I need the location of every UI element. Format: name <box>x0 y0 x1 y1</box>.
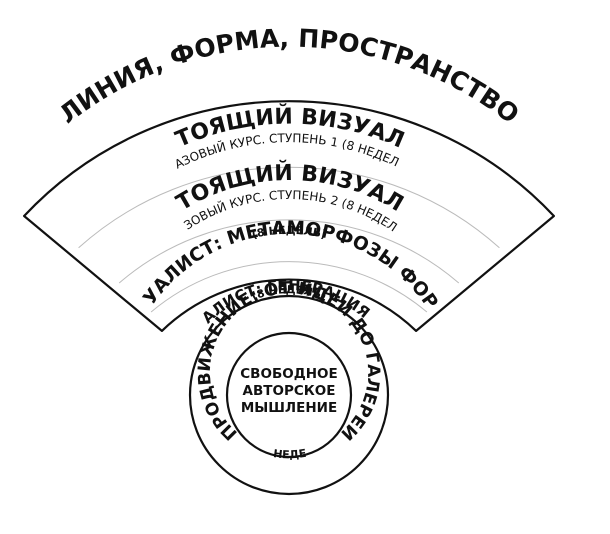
center-circles <box>188 294 390 496</box>
level3-duration: (8 НЕДЕЛЬ) <box>250 224 327 241</box>
divider-arc-1 <box>78 166 500 249</box>
level4-duration-text: (8 НЕДЕЛЬ) <box>250 283 328 303</box>
divider-arc-3 <box>150 261 428 313</box>
center-line-2: АВТОРСКОЕ <box>243 383 336 399</box>
level1-title: НАСТОЯЩИЙ ВИЗУАЛИСТ <box>0 0 408 154</box>
center-line-1: СВОБОДНОЕ <box>240 366 337 382</box>
divider-arc-2 <box>118 219 460 284</box>
level4-duration: (8 НЕДЕЛЬ) <box>250 283 328 303</box>
fan-outline <box>23 100 555 332</box>
inner-circle <box>225 331 353 459</box>
fan-shape <box>23 100 555 332</box>
center-label: СВОБОДНОЕ АВТОРСКОЕ МЫШЛЕНИЕ <box>240 366 337 416</box>
center-line-3: МЫШЛЕНИЕ <box>241 400 337 416</box>
level1-title-text: НАСТОЯЩИЙ ВИЗУАЛИСТ <box>0 0 408 154</box>
level3-duration-text: (8 НЕДЕЛЬ) <box>250 224 327 241</box>
